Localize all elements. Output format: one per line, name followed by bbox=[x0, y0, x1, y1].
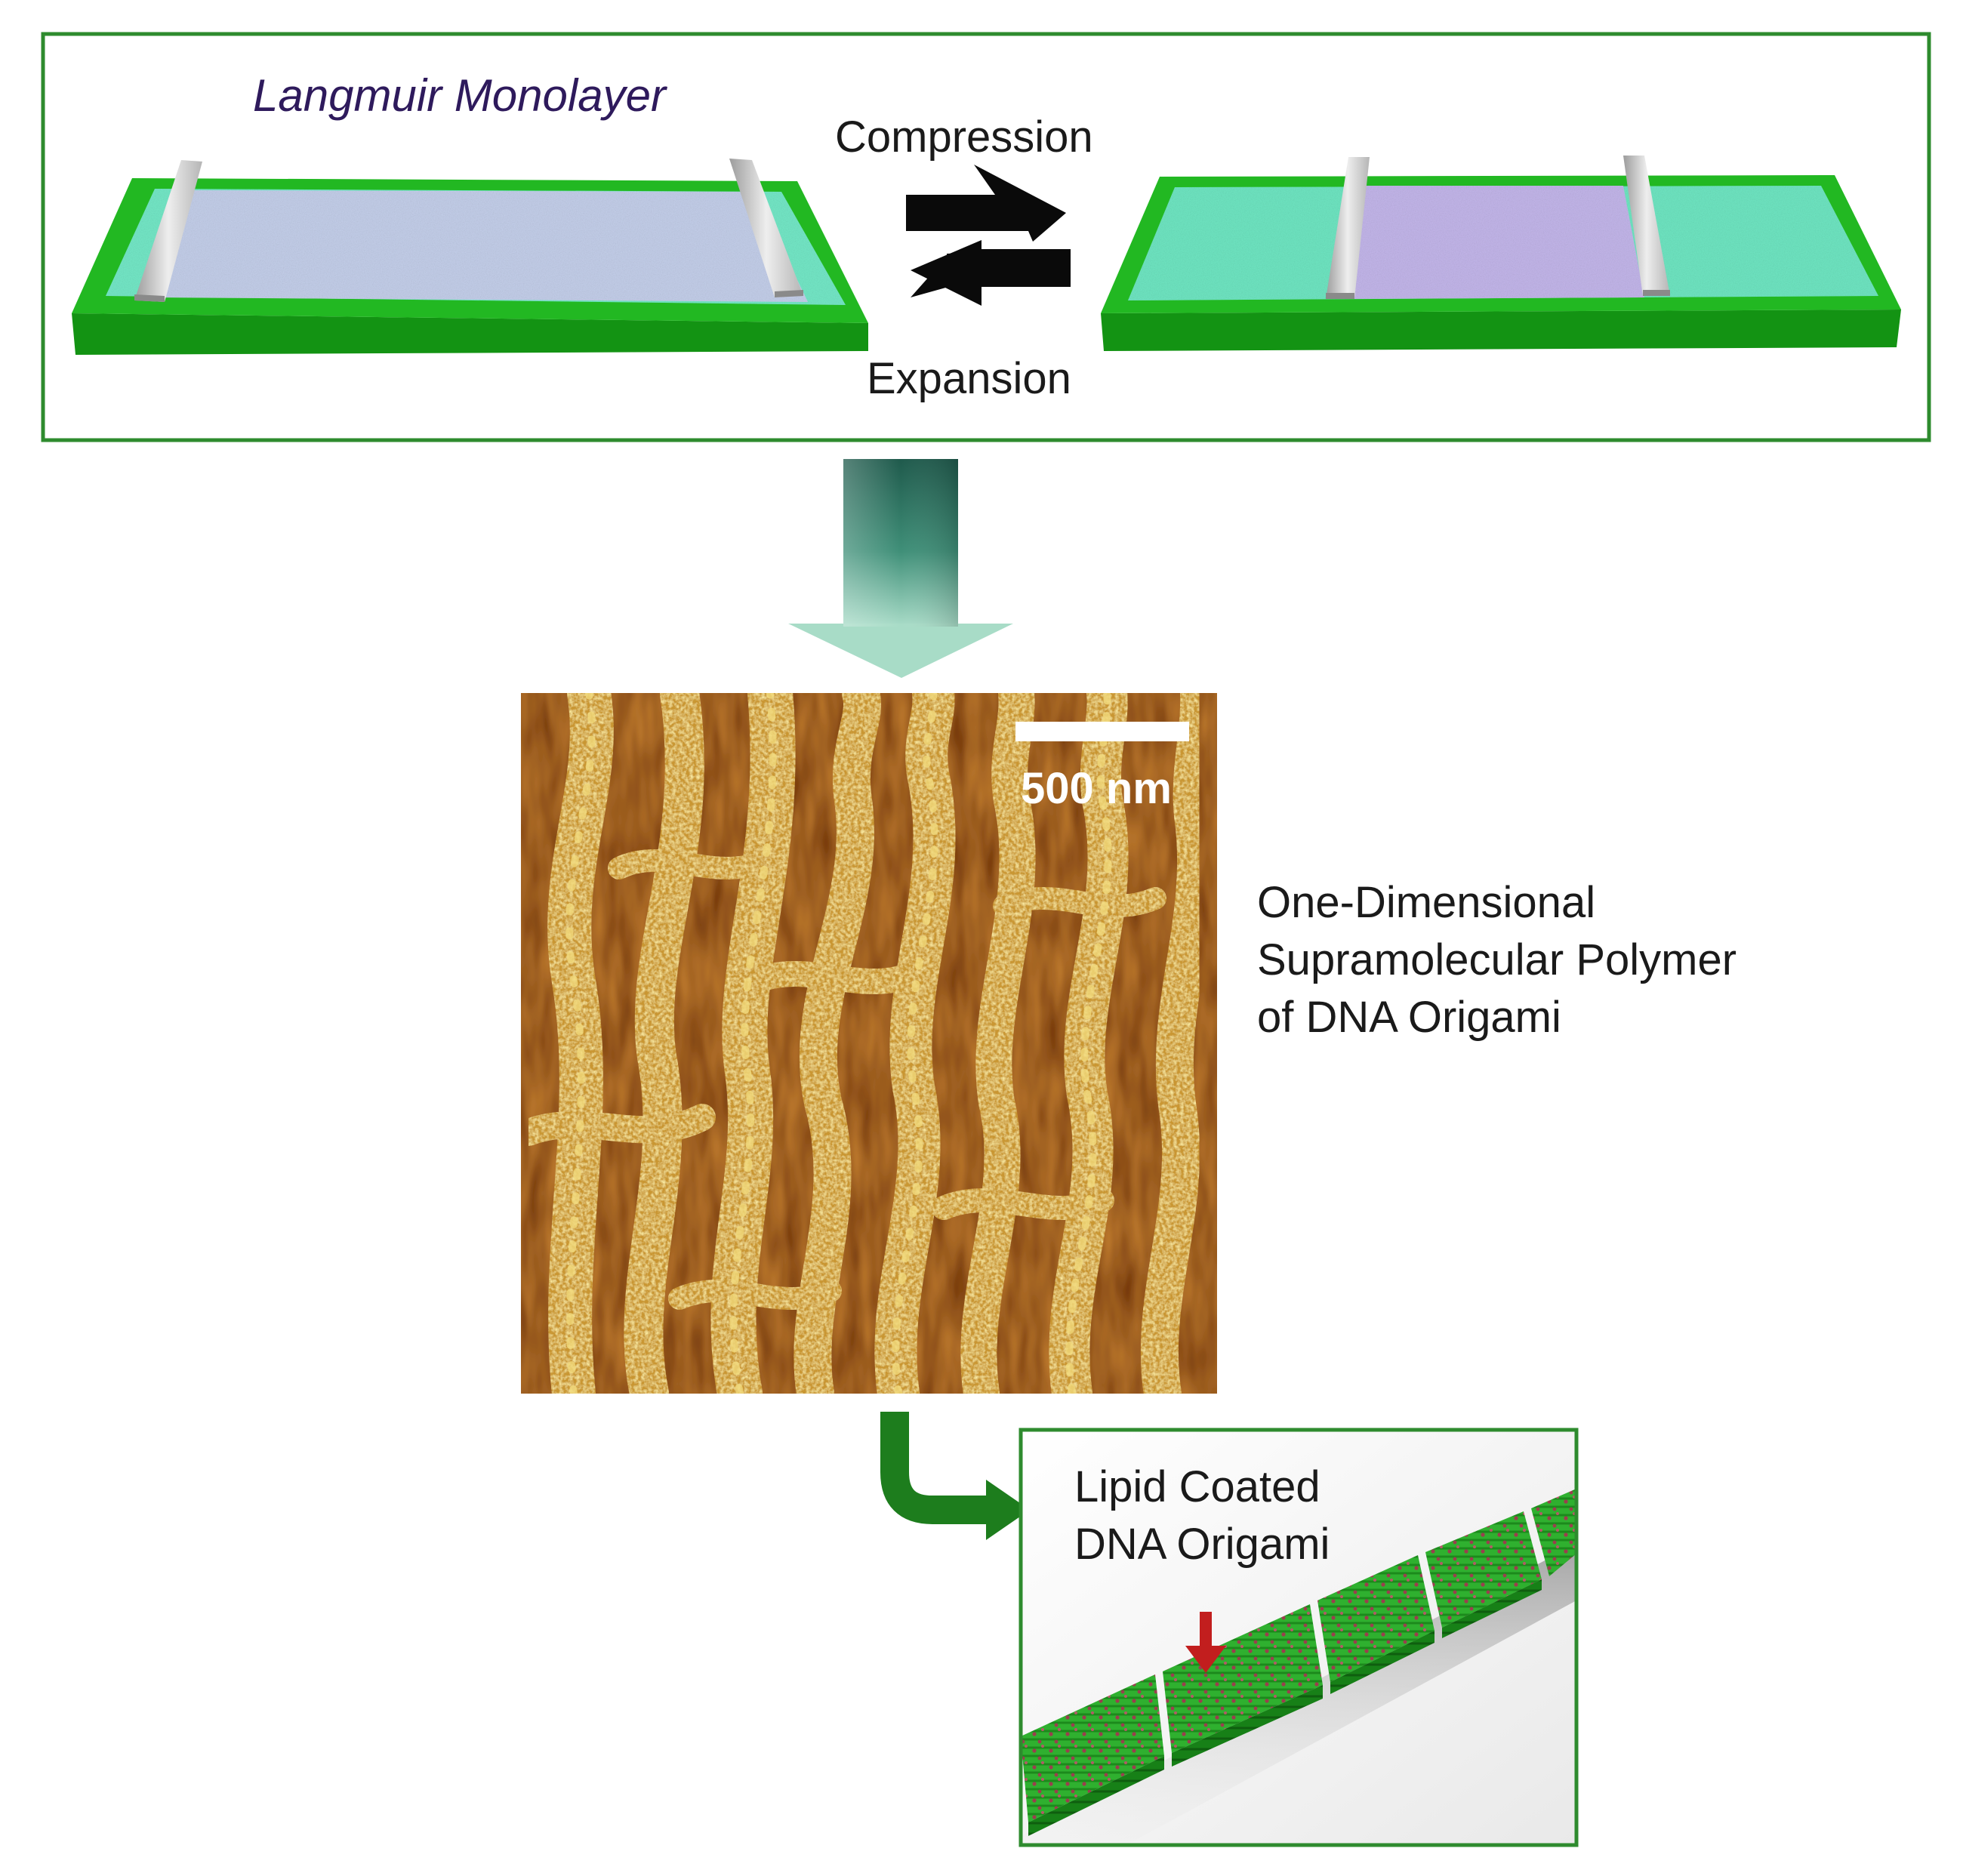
left-barrier-1 bbox=[134, 160, 202, 302]
scale-bar: 500 nm bbox=[1015, 722, 1189, 813]
compression-label: Compression bbox=[835, 112, 1093, 162]
left-langmuir-trough bbox=[72, 159, 868, 355]
expansion-label: Expansion bbox=[867, 354, 1071, 403]
right-barrier-1 bbox=[1326, 157, 1370, 299]
inset-caption: Lipid Coated DNA Origami bbox=[1074, 1459, 1330, 1573]
inset-frame bbox=[1018, 1428, 1579, 1847]
scale-bar-label: 500 nm bbox=[1021, 764, 1172, 813]
right-barrier-2 bbox=[1623, 156, 1670, 296]
origami-ribbon bbox=[1021, 1489, 1576, 1845]
origami-tiles bbox=[1021, 1489, 1576, 1836]
equilibrium-arrows-icon bbox=[906, 165, 1071, 306]
right-langmuir-trough bbox=[1101, 156, 1901, 351]
polymer-caption: One-Dimensional Supramolecular Polymer o… bbox=[1257, 874, 1736, 1046]
polymer-caption-line3: of DNA Origami bbox=[1257, 993, 1561, 1042]
bent-arrow-icon bbox=[880, 1412, 1030, 1540]
polymer-caption-line2: Supramolecular Polymer bbox=[1257, 935, 1737, 984]
afm-image: 500 nm bbox=[521, 693, 1217, 1394]
inset-caption-line2: DNA Origami bbox=[1074, 1520, 1330, 1569]
inset-panel bbox=[1018, 1428, 1579, 1847]
left-barrier-2 bbox=[729, 159, 803, 297]
afm-highlights bbox=[565, 693, 1112, 1394]
pointer-arrow-icon bbox=[1185, 1612, 1226, 1673]
polymer-caption-line1: One-Dimensional bbox=[1257, 878, 1596, 927]
inset-caption-line1: Lipid Coated bbox=[1074, 1462, 1320, 1511]
big-down-arrow-icon bbox=[788, 459, 1013, 678]
top-panel-title: Langmuir Monolayer bbox=[253, 70, 666, 121]
